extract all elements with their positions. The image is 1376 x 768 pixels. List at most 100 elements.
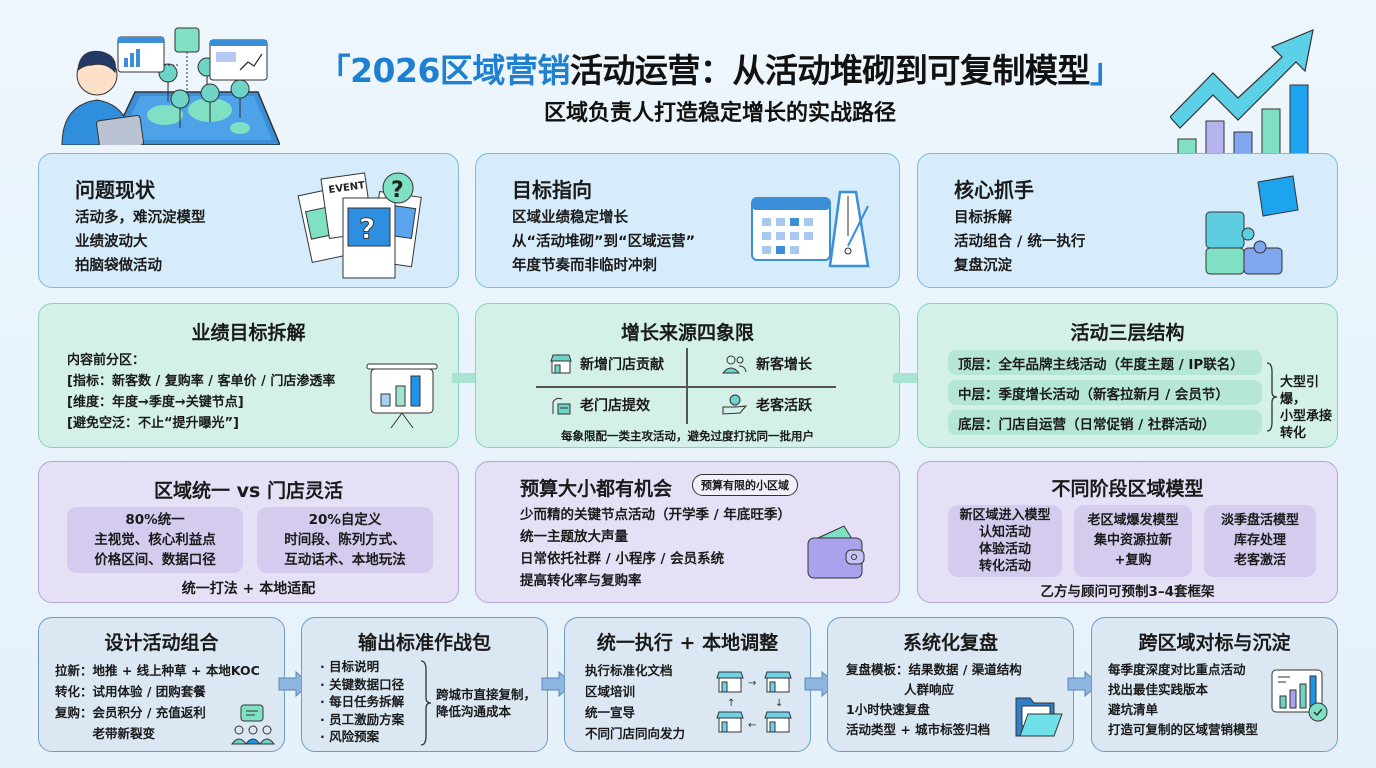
event-flyers-question-icon: EVENT ? ? xyxy=(297,172,422,279)
line-item: 转化：试用体验 / 团购套餐 xyxy=(55,684,206,699)
card-title: 输出标准作战包 xyxy=(357,632,491,654)
card-title: 问题现状 xyxy=(75,178,155,202)
layer-bottom: 底层：门店自运营（日常促销 / 社群活动） xyxy=(948,410,1262,435)
folder-icon xyxy=(1015,697,1063,737)
store-cycle-icon: → ↓ ← ↑ xyxy=(716,671,792,733)
svg-text:↑: ↑ xyxy=(727,698,735,709)
box-line: 互动话术、本地玩法 xyxy=(284,552,406,568)
model-title: 老区域爆发模型 xyxy=(1087,513,1179,528)
page-title: 「2026区域营销活动运营：从活动堆砌到可复制模型」 xyxy=(290,44,1150,92)
line-item: 提高转化率与复购率 xyxy=(520,573,642,589)
quadrant-label: 老门店提效 xyxy=(580,398,650,414)
card-title: 区域统一 vs 门店灵活 xyxy=(154,480,343,502)
card-title: 增长来源四象限 xyxy=(620,322,754,344)
svg-text:→: → xyxy=(748,678,756,689)
card-problem-status: 问题现状 活动多，难沉淀模型 业绩波动大 拍脑袋做活动 EVENT ? ? xyxy=(38,153,459,288)
unified-80-box: 80%统一 主视觉、核心利益点 价格区间、数据口径 xyxy=(67,507,243,573)
model-title: 新区域进入模型 xyxy=(959,508,1051,523)
bullet-item: · 每日任务拆解 xyxy=(320,694,405,709)
line-item: 内容前分区： xyxy=(67,353,146,368)
card-title: 系统化复盘 xyxy=(902,632,998,654)
title-open-bracket: 「 xyxy=(317,51,351,90)
line-item: 活动组合 / 统一执行 xyxy=(954,234,1086,250)
card-lines: 内容前分区： [指标：新客数 / 复购率 / 客单价 / 门店渗透率 [维度：年… xyxy=(67,350,335,434)
line-item: 复盘模板：结果数据 / 渠道结构 xyxy=(846,662,1022,677)
card-lines: 拉新：地推 + 线上种草 + 本地KOC 转化：试用体验 / 团购套餐 复购：会… xyxy=(55,660,260,744)
svg-text:?: ? xyxy=(359,212,375,245)
card-lines: 执行标准化文档 区域培训 统一宣导 不同门店同向发力 xyxy=(585,660,685,744)
quadrant-label: 老客活跃 xyxy=(756,398,812,414)
title-rest: 活动运营：从活动堆砌到可复制模型 xyxy=(569,51,1091,90)
line-item: 每季度深度对比重点活动 xyxy=(1108,662,1246,677)
model-line: 体验活动 xyxy=(978,542,1031,557)
model-old-region: 老区域爆发模型 集中资源拉新 +复购 xyxy=(1074,505,1192,577)
line-item: 活动类型 + 城市标签归档 xyxy=(846,722,991,737)
line-item: 拍脑袋做活动 xyxy=(75,258,162,274)
box-line: 80%统一 xyxy=(125,512,185,528)
quadrant-label: 新客增长 xyxy=(756,357,812,373)
card-lines: 少而精的关键节点活动（开学季 / 年底旺季） 统一主题放大声量 日常依托社群 /… xyxy=(520,504,791,592)
line-item: 复购：会员积分 / 充值返利 xyxy=(55,705,206,720)
line-item: 日常依托社群 / 小程序 / 会员系统 xyxy=(520,551,725,567)
model-line: +复购 xyxy=(1114,553,1152,568)
storefront-icon xyxy=(550,354,572,374)
quadrant-cell-old-customers-active: 老客活跃 xyxy=(722,394,812,416)
line-item: [避免空泛：不止“提升曝光”] xyxy=(67,416,239,431)
card-title: 预算大小都有机会 xyxy=(520,478,673,500)
divider xyxy=(536,386,836,388)
line-item: 拉新：地推 + 线上种草 + 本地KOC xyxy=(55,663,260,678)
card-title: 跨区域对标与沉淀 xyxy=(1138,632,1291,654)
line-item: 统一主题放大声量 xyxy=(520,529,628,545)
card-title: 统一执行 + 本地调整 xyxy=(596,632,779,654)
card-footer: 统一打法 + 本地适配 xyxy=(181,581,316,597)
card-target-breakdown: 业绩目标拆解 内容前分区： [指标：新客数 / 复购率 / 客单价 / 门店渗透… xyxy=(38,303,459,448)
line-item: 区域培训 xyxy=(585,684,636,699)
card-goal-direction: 目标指向 区域业绩稳定增长 从“活动堆砌”到“区域运营” 年度节奏而非临时冲刺 xyxy=(475,153,900,288)
layer-middle: 中层：季度增长活动（新客拉新月 / 会员节） xyxy=(948,380,1262,405)
bullet-item: · 关键数据口径 xyxy=(320,676,405,692)
line-item: 少而精的关键节点活动（开学季 / 年底旺季） xyxy=(520,507,791,523)
model-off-season: 淡季盘活模型 库存处理 老客激活 xyxy=(1204,505,1316,577)
line-item: 不同门店同向发力 xyxy=(585,726,686,741)
model-title: 淡季盘活模型 xyxy=(1220,513,1299,528)
line-item: 老带新裂变 xyxy=(55,726,156,741)
line-item: 打造可复制的区域营销模型 xyxy=(1108,722,1259,737)
layer-top: 顶层：全年品牌主线活动（年度主题 / IP联名） xyxy=(948,350,1262,375)
model-line: 转化活动 xyxy=(978,559,1031,574)
line-item: 复盘沉淀 xyxy=(954,258,1012,274)
presentation-bar-chart-icon xyxy=(366,363,438,429)
brace-icon xyxy=(420,660,432,746)
card-lines: 复盘模板：结果数据 / 渠道结构 人群响应 1小时快速复盘 活动类型 + 城市标… xyxy=(846,660,1022,740)
puzzle-icon xyxy=(1205,175,1299,275)
quadrant-label: 新增门店贡献 xyxy=(580,357,664,373)
line-item: 从“活动堆砌”到“区域运营” xyxy=(512,234,696,250)
quadrant-cell-new-stores: 新增门店贡献 xyxy=(550,354,664,374)
line-item: 业绩波动大 xyxy=(75,234,148,250)
svg-text:←: ← xyxy=(748,720,756,731)
brace-line: 转化 xyxy=(1280,426,1307,441)
quadrant-grid: 新增门店贡献 新客增长 老门店提效 老客活跃 xyxy=(536,348,842,424)
quadrant-cell-old-store-efficiency: 老门店提效 xyxy=(550,394,650,416)
model-line: 老客激活 xyxy=(1233,553,1286,568)
bullet-item: · 员工激励方案 xyxy=(320,711,405,727)
step-systematic-review: 系统化复盘 复盘模板：结果数据 / 渠道结构 人群响应 1小时快速复盘 活动类型… xyxy=(827,617,1074,752)
line-item: [指标：新客数 / 复购率 / 客单价 / 门店渗透率 xyxy=(67,374,336,389)
group-chat-icon xyxy=(231,704,275,745)
box-line: 价格区间、数据口径 xyxy=(94,552,216,568)
brace-note: 跨城市直接复制， 降低沟通成本 xyxy=(436,686,536,720)
event-label: EVENT xyxy=(328,180,366,196)
svg-text:↓: ↓ xyxy=(775,698,783,709)
users-icon xyxy=(722,355,747,374)
brace-line: 大型引爆， xyxy=(1280,375,1320,407)
wallet-icon xyxy=(807,525,865,579)
brace-icon xyxy=(1266,362,1278,432)
card-three-layer-structure: 活动三层结构 顶层：全年品牌主线活动（年度主题 / IP联名） 中层：季度增长活… xyxy=(917,303,1338,448)
card-lines: 目标拆解 活动组合 / 统一执行 复盘沉淀 xyxy=(954,206,1085,278)
card-stage-models: 不同阶段区域模型 新区域进入模型 认知活动 体验活动 转化活动 老区域爆发模型 … xyxy=(917,461,1338,603)
model-new-region: 新区域进入模型 认知活动 体验活动 转化活动 xyxy=(948,505,1062,577)
card-lines: 区域业绩稳定增长 从“活动堆砌”到“区域运营” 年度节奏而非临时冲刺 xyxy=(512,206,695,278)
brace-line: 降低沟通成本 xyxy=(436,704,512,719)
calendar-metronome-icon xyxy=(751,190,870,268)
card-budget: 预算大小都有机会 预算有限的小区域 少而精的关键节点活动（开学季 / 年底旺季）… xyxy=(475,461,900,603)
card-growth-quadrant: 增长来源四象限 新增门店贡献 新客增长 老门店提效 老客活跃 每象限配一类主攻活… xyxy=(475,303,900,448)
